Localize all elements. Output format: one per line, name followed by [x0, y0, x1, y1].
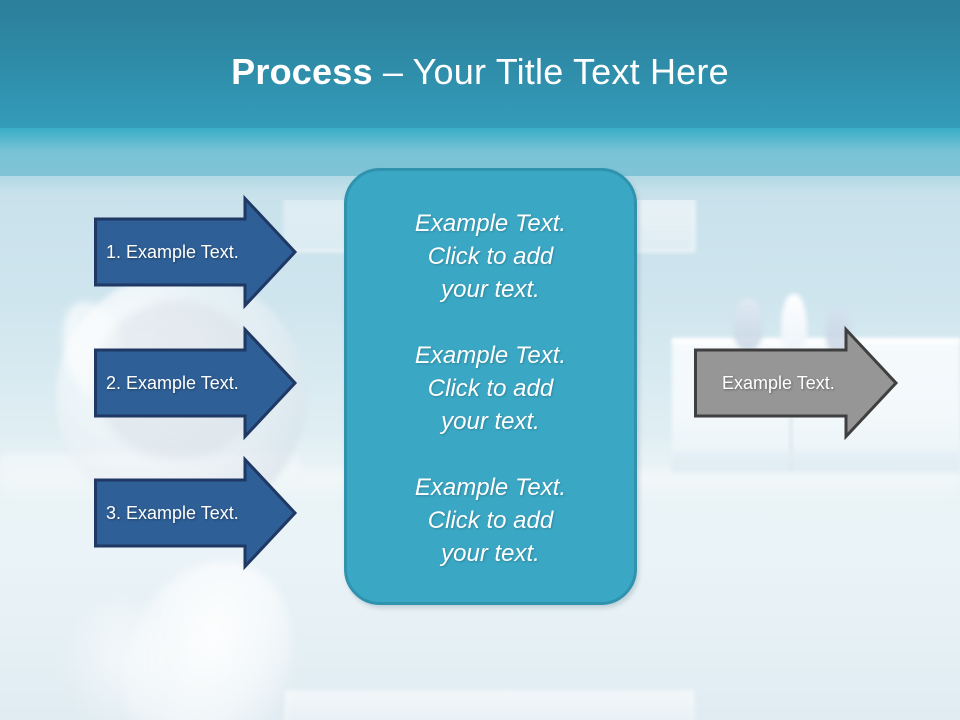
- center-text-block-3-line-1: Example Text.: [414, 474, 567, 501]
- right-arrow-icon: [694, 325, 899, 441]
- center-content-box[interactable]: Example Text. Click to add your text. Ex…: [344, 168, 637, 605]
- center-text-block-3-line-3: your text.: [441, 540, 540, 567]
- center-text-block-1[interactable]: Example Text. Click to add your text.: [347, 207, 634, 306]
- output-arrow[interactable]: Example Text.: [694, 325, 899, 441]
- center-text-block-1-line-3: your text.: [441, 276, 540, 303]
- right-arrow-icon: [94, 194, 298, 310]
- background-counter-lip: [672, 452, 960, 472]
- input-arrow-3-label: 3. Example Text.: [106, 503, 239, 523]
- input-arrow-3[interactable]: 3. Example Text.: [94, 455, 298, 571]
- center-text-block-3[interactable]: Example Text. Click to add your text.: [347, 471, 634, 570]
- center-text-block-2[interactable]: Example Text. Click to add your text.: [347, 339, 634, 438]
- center-text-block-2-line-2: Click to add: [427, 375, 554, 402]
- input-arrow-1-label: 1. Example Text.: [106, 242, 239, 262]
- right-arrow-icon: [94, 325, 298, 441]
- page-title-strong: Process: [231, 51, 373, 92]
- input-arrow-2[interactable]: 2. Example Text.: [94, 325, 298, 441]
- background-reflection-glow: [60, 600, 180, 720]
- background-vase-center: [781, 294, 807, 350]
- background-vase-left: [734, 298, 762, 350]
- input-arrow-2-label: 2. Example Text.: [106, 373, 239, 393]
- page-title: Process – Your Title Text Here: [0, 48, 960, 96]
- center-text-block-2-line-3: your text.: [441, 408, 540, 435]
- page-title-rest: – Your Title Text Here: [372, 51, 729, 92]
- right-arrow-icon: [94, 455, 298, 571]
- output-arrow-label: Example Text.: [722, 373, 835, 393]
- center-text-blocks: Example Text. Click to add your text. Ex…: [347, 171, 634, 602]
- input-arrow-1[interactable]: 1. Example Text.: [94, 194, 298, 310]
- center-text-block-1-line-2: Click to add: [427, 243, 554, 270]
- background-floor-panel: [285, 690, 694, 720]
- center-text-block-2-line-1: Example Text.: [414, 342, 567, 369]
- center-text-block-1-line-1: Example Text.: [414, 210, 567, 237]
- center-text-block-3-line-2: Click to add: [427, 507, 554, 534]
